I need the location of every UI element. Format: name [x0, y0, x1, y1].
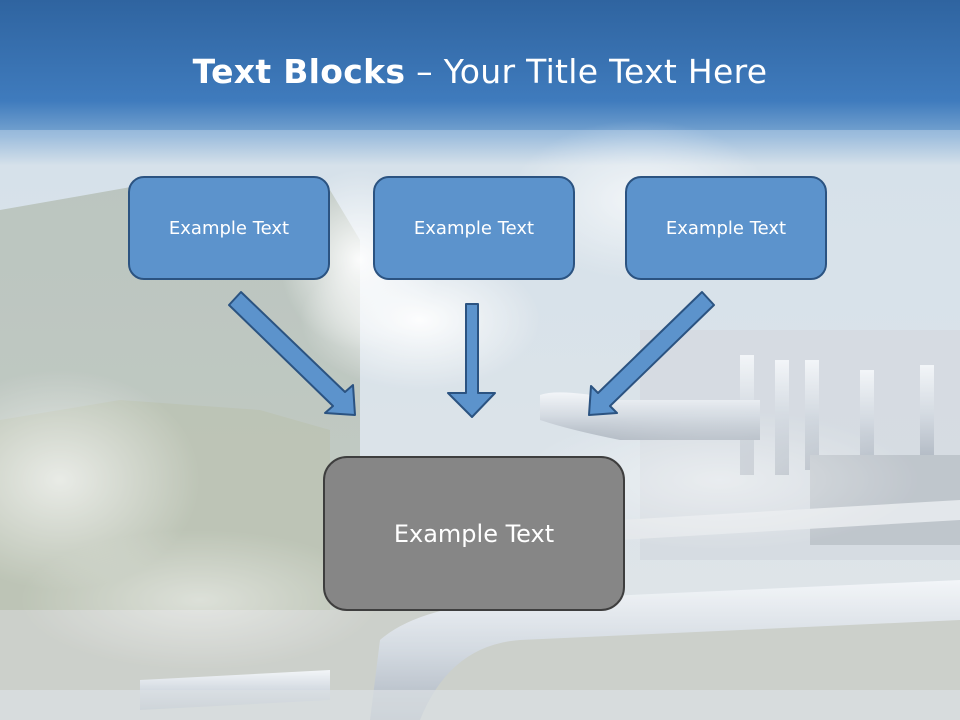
arrow-right-icon — [588, 291, 715, 416]
title-dash: – — [405, 52, 444, 91]
slide-title: Text Blocks – Your Title Text Here — [0, 52, 960, 91]
text-block-3[interactable]: Example Text — [625, 176, 827, 280]
text-block-2[interactable]: Example Text — [373, 176, 575, 280]
arrow-left-icon — [228, 291, 356, 416]
target-block[interactable]: Example Text — [323, 456, 625, 611]
title-rest: Your Title Text Here — [443, 52, 768, 91]
arrow-center-icon — [447, 303, 496, 418]
title-bold: Text Blocks — [192, 52, 406, 91]
text-block-1[interactable]: Example Text — [128, 176, 330, 280]
